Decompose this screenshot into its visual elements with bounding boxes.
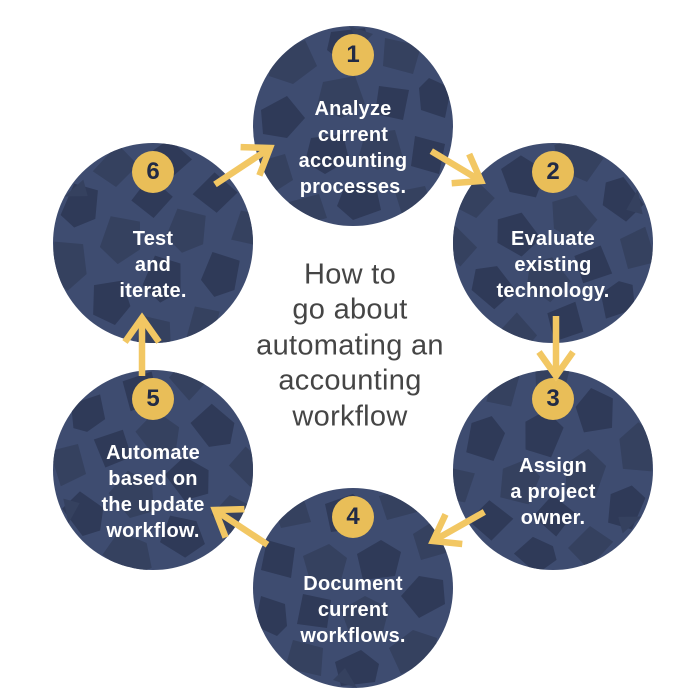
step-circle-6: 6 Test and iterate. xyxy=(53,143,253,343)
step-label-1: Analyze current accounting processes. xyxy=(298,98,408,198)
step-badge-5: 5 xyxy=(132,378,174,420)
step-circle-1: 1 Analyze current accounting processes. xyxy=(253,26,453,226)
step-circle-3: 3 Assign a project owner. xyxy=(453,370,653,570)
step-circle-4: 4 Document current workflows. xyxy=(253,488,453,688)
step-label-5: Automate based on the update workflow. xyxy=(101,442,205,542)
step-badge-1: 1 xyxy=(332,34,374,76)
step-number: 6 xyxy=(146,158,160,185)
step-label-6: Test and iterate. xyxy=(119,228,187,302)
step-badge-6: 6 xyxy=(132,151,174,193)
step-number: 5 xyxy=(146,385,160,412)
step-number: 1 xyxy=(346,41,360,68)
step-label-4: Document current workflows. xyxy=(300,573,406,647)
step-number: 2 xyxy=(546,158,560,185)
step-label-2: Evaluate existing technology. xyxy=(496,228,610,302)
step-badge-2: 2 xyxy=(532,151,574,193)
center-title: How to go about automating an accounting… xyxy=(256,258,444,433)
step-badge-4: 4 xyxy=(332,496,374,538)
step-number: 3 xyxy=(546,385,560,412)
step-number: 4 xyxy=(346,503,360,530)
step-label-3: Assign a project owner. xyxy=(510,455,596,529)
step-badge-3: 3 xyxy=(532,378,574,420)
step-circle-2: 2 Evaluate existing technology. xyxy=(453,143,653,343)
step-circle-5: 5 Automate based on the update workflow. xyxy=(53,370,253,570)
